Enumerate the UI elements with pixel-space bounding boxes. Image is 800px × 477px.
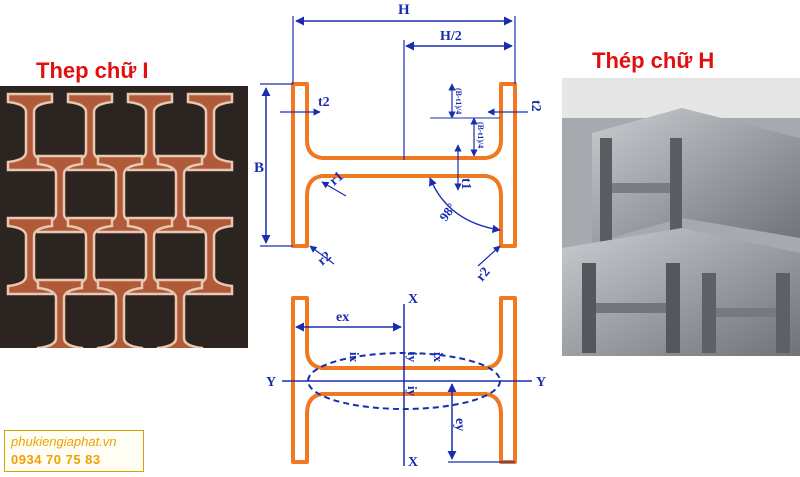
label-x-top: X — [408, 292, 418, 307]
label-h: H — [398, 2, 410, 18]
title-h-beam: Thép chữ H — [592, 48, 715, 73]
title-i-beam: Thep chữ I — [36, 58, 149, 83]
label-t2-right: t2 — [528, 100, 543, 112]
label-y-right: Y — [536, 375, 546, 390]
i-beam-photo-art — [0, 86, 248, 348]
label-iy-bottom: iy — [405, 386, 420, 397]
label-ix-right: ix — [431, 352, 446, 363]
label-iy-top: iy — [405, 352, 420, 363]
label-y-left: Y — [266, 375, 276, 390]
label-ey: ey — [452, 418, 467, 431]
brand-site: phukiengiaphat.vn — [11, 434, 117, 449]
h-beam-photo-art — [562, 78, 800, 356]
label-x-bottom: X — [408, 455, 418, 470]
bottom-section: X X Y Y ex ey ix iy ix iy — [266, 292, 546, 470]
label-r2-right: r2 — [474, 265, 494, 285]
label-ix-left: ix — [347, 352, 362, 363]
dim-r1-line — [321, 181, 347, 197]
label-flange-lower: (B-t1)/4 — [476, 122, 485, 148]
label-t1: t1 — [458, 178, 473, 190]
i-beam-photo — [0, 86, 248, 348]
label-ex: ex — [336, 310, 349, 325]
gyration-ellipse — [307, 352, 501, 410]
h-beam-outline — [291, 82, 517, 248]
label-t2-left: t2 — [318, 95, 330, 110]
label-b: B — [254, 160, 264, 176]
brand-phone: 0934 70 75 83 — [11, 452, 101, 467]
angle-arc — [428, 177, 501, 233]
brand-watermark: phukiengiaphat.vn 0934 70 75 83 — [4, 430, 144, 472]
top-section: H H/2 B t2 t2 (B-t1)/4 (B-t1)/4 t1 r1 r2 — [254, 2, 543, 285]
label-h-half: H/2 — [440, 29, 462, 44]
dim-r2-left-line — [309, 245, 335, 265]
dim-r2-right-line — [477, 245, 501, 267]
h-beam-photo — [562, 78, 800, 356]
label-flange-upper: (B-t1)/4 — [454, 88, 463, 114]
label-angle: 98° — [436, 200, 459, 224]
